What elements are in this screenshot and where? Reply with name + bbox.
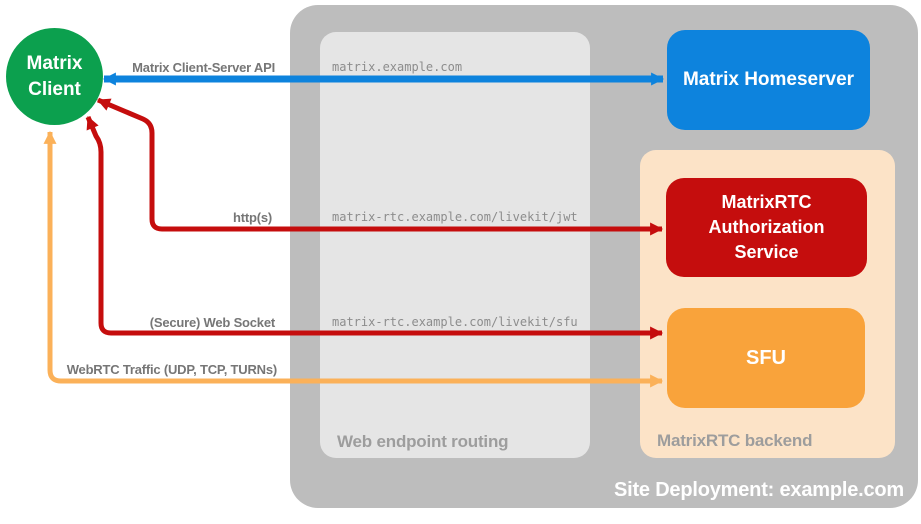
endpoint-matrix-example-com: matrix.example.com	[332, 60, 463, 74]
sfu-label: SFU	[746, 346, 786, 369]
webrtc-traffic-label: WebRTC Traffic (UDP, TCP, TURNs)	[66, 362, 277, 377]
matrix-client-label-line1: Matrix	[26, 52, 83, 74]
web-socket-label: (Secure) Web Socket	[149, 315, 275, 330]
web-endpoint-routing-box: Web endpoint routing	[320, 32, 590, 458]
matrixrtc-authorization-service-label: MatrixRTC Authorization Service	[708, 192, 825, 262]
endpoint-livekit-sfu: matrix-rtc.example.com/livekit/sfu	[332, 315, 578, 329]
web-endpoint-routing-label: Web endpoint routing	[337, 432, 509, 451]
matrix-homeserver-label: Matrix Homeserver	[682, 69, 855, 90]
client-server-api-label: Matrix Client-Server API	[132, 60, 275, 75]
site-deployment-label: Site Deployment: example.com	[613, 479, 904, 501]
matrix-client-node: Matrix Client	[6, 28, 103, 125]
matrixrtc-backend-label: MatrixRTC backend	[657, 431, 813, 450]
endpoint-livekit-jwt: matrix-rtc.example.com/livekit/jwt	[332, 210, 578, 224]
sfu-node: SFU	[667, 308, 865, 408]
https-label: http(s)	[232, 210, 272, 225]
matrix-homeserver-node: Matrix Homeserver	[667, 30, 870, 130]
matrix-client-label-line2: Client	[28, 78, 81, 100]
matrixrtc-authorization-service-node: MatrixRTC Authorization Service	[666, 178, 867, 277]
